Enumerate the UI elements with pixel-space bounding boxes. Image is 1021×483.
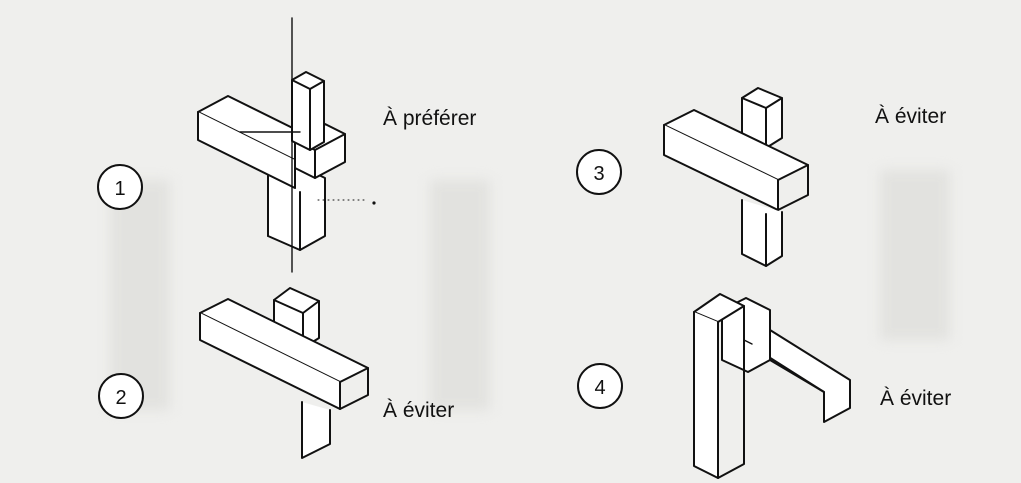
number-circle-4: 4: [577, 363, 623, 409]
joint-3: [663, 87, 809, 267]
label-fig2: À éviter: [383, 399, 454, 422]
number-1: 1: [114, 178, 125, 200]
number-4: 4: [594, 377, 605, 399]
joint-1-preferred: [197, 17, 369, 273]
number-circle-3: 3: [576, 149, 622, 195]
joint-2: [199, 287, 369, 459]
background-smudge-right: [880, 170, 950, 340]
number-2: 2: [115, 387, 126, 409]
label-fig1: À préférer: [383, 107, 476, 130]
label-fig3: À éviter: [875, 105, 946, 128]
background-smudge-mid: [430, 180, 490, 410]
number-circle-1: 1: [97, 164, 143, 210]
number-circle-2: 2: [98, 373, 144, 419]
label-fig4: À éviter: [880, 387, 951, 410]
number-3: 3: [593, 163, 604, 185]
background-smudge-left: [110, 180, 170, 410]
joint-4: [693, 293, 851, 479]
